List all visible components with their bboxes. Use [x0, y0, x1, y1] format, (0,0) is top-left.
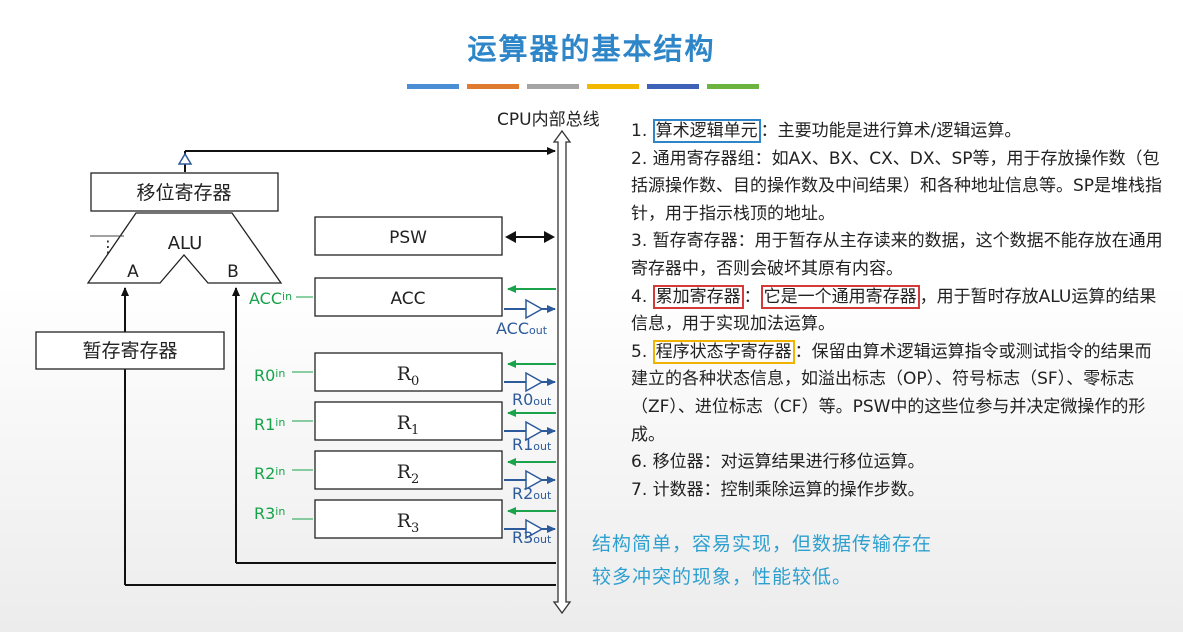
alu-term: 算术逻辑单元 [652, 119, 761, 143]
cpu-internal-bus [552, 129, 572, 615]
component-descriptions: 1. 算术逻辑单元：主要功能是进行算术/逻辑运算。 2. 通用寄存器组：如AX、… [631, 118, 1163, 504]
alu-input-a-label: A [127, 262, 139, 282]
register-r3: R3 R3in R3out [254, 499, 556, 547]
accent-bar-3 [527, 84, 579, 89]
psw-label: PSW [389, 228, 427, 248]
svg-text:R3in: R3in [254, 504, 285, 523]
accent-bar-5 [647, 84, 699, 89]
desc-item-3: 3. 暂存寄存器：用于暂存从主存读来的数据，这个数据不能存放在通用寄存器中，否则… [631, 231, 1163, 279]
acc-out-label: ACCout [496, 319, 548, 338]
svg-text:R1out: R1out [512, 435, 552, 454]
svg-text:R0out: R0out [512, 390, 552, 409]
svg-text:R3: R3 [397, 510, 420, 536]
temp-register-label: 暂存寄存器 [82, 340, 177, 362]
temp-register-box [35, 331, 225, 370]
shifter-to-bus-wire [177, 147, 556, 172]
accent-bar-1 [407, 84, 459, 89]
alu-dots: ⋮ [100, 237, 116, 256]
svg-text:R2out: R2out [512, 484, 552, 503]
accent-bar-6 [707, 84, 759, 89]
accent-bar-4 [587, 84, 639, 89]
desc-item-7: 7. 计数器：控制乘除运算的操作步数。 [631, 479, 925, 500]
register-r0: R0 R0in R0out [254, 352, 556, 409]
svg-text:R0: R0 [397, 363, 420, 389]
psw-box [314, 216, 503, 256]
accent-bar-2 [467, 84, 519, 89]
svg-text:R1: R1 [397, 412, 420, 438]
register-r2: R2 R2in R2out [254, 450, 556, 503]
shifter-register-label: 移位寄存器 [136, 182, 231, 204]
register-r1: R1 R1in R1out [254, 401, 556, 454]
svg-text:R0in: R0in [254, 366, 285, 385]
general-register-term: 它是一个通用寄存器 [760, 284, 920, 309]
psw-bus-connection [505, 231, 555, 243]
svg-text:R1in: R1in [254, 415, 285, 434]
svg-text:R2in: R2in [254, 464, 285, 483]
shifter-register-box [90, 172, 279, 212]
desc-item-2: 2. 通用寄存器组：如AX、BX、CX、DX、SP等，用于存放操作数（包括源操作… [631, 148, 1163, 224]
desc-item-1: 1. 算术逻辑单元：主要功能是进行算术/逻辑运算。 [631, 119, 1022, 143]
alu-input-b-label: B [227, 262, 239, 282]
svg-text:R3out: R3out [512, 528, 552, 547]
summary-note: 结构简单，容易实现，但数据传输存在 较多冲突的现象，性能较低。 [592, 528, 1032, 594]
psw-term: 程序状态字寄存器 [652, 339, 795, 364]
desc-item-6: 6. 移位器：对运算结果进行移位运算。 [631, 452, 925, 473]
desc-item-5: 5. 程序状态字寄存器：保留由算术逻辑运算指令或测试指令的结果而建立的各种状态信… [631, 339, 1152, 445]
summary-line-2: 较多冲突的现象，性能较低。 [592, 566, 853, 588]
alu-trapezoid [86, 212, 283, 284]
acc-box [314, 277, 503, 317]
page-title: 运算器的基本结构 [467, 32, 716, 66]
accumulator-term: 累加寄存器 [652, 284, 744, 309]
acc-out-gate [504, 298, 556, 320]
desc-item-4: 4. 累加寄存器：它是一个通用寄存器，用于暂时存放ALU运算的结果信息，用于实现… [631, 284, 1157, 335]
bus-label: CPU内部总线 [497, 110, 600, 130]
svg-text:R2: R2 [397, 461, 420, 487]
acc-in-label: ACCin [249, 289, 292, 308]
acc-label: ACC [390, 289, 425, 309]
alu-label: ALU [168, 233, 203, 254]
summary-line-1: 结构简单，容易实现，但数据传输存在 [592, 533, 933, 555]
